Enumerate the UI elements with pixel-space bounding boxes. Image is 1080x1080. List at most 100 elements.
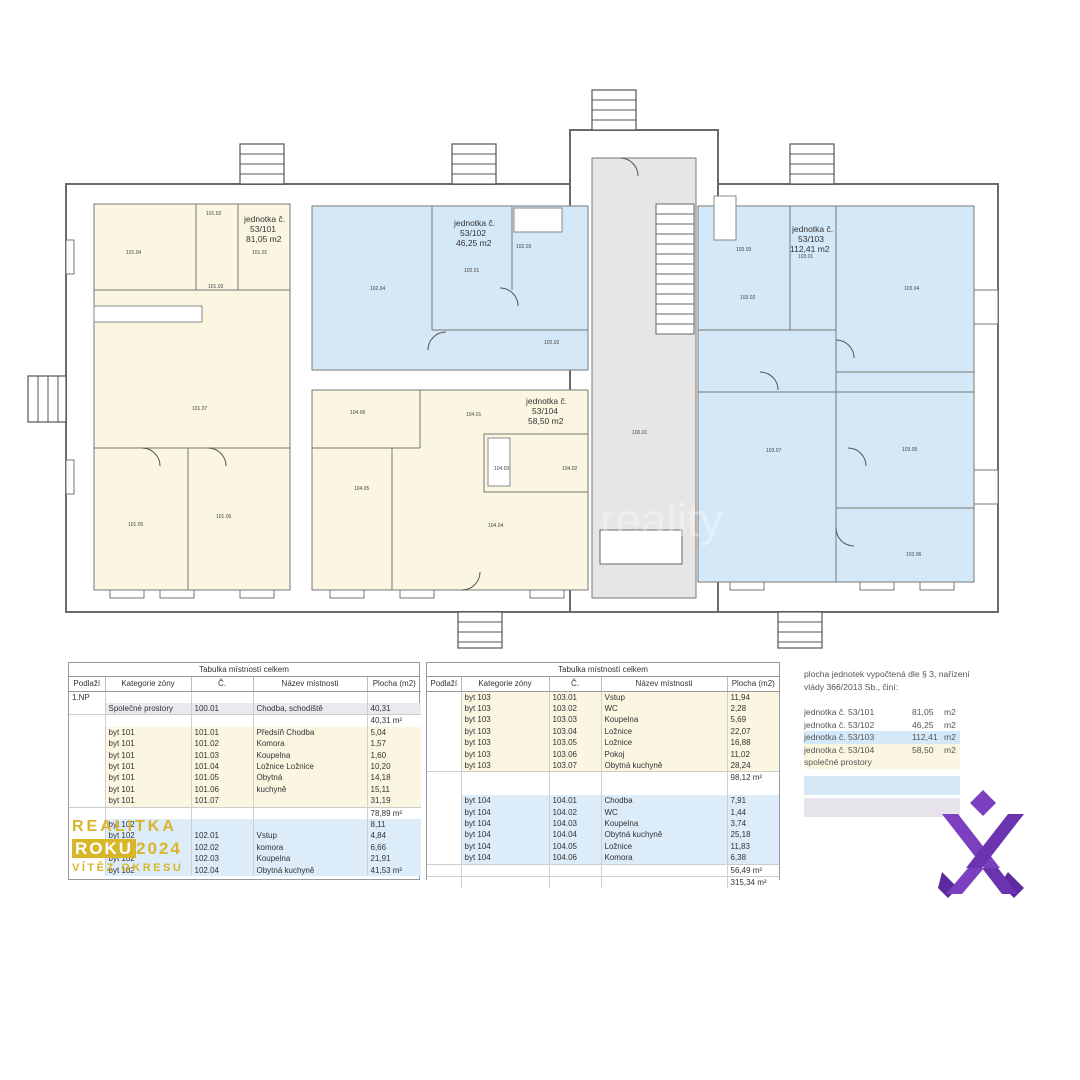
col-header: Kategorie zóny — [105, 677, 192, 692]
summary-heading: plocha jednotek vypočtená dle § 3, naříz… — [804, 669, 970, 692]
svg-text:112,41 m2: 112,41 m2 — [790, 244, 830, 254]
svg-text:jednotka č.: jednotka č. — [453, 218, 495, 228]
svg-text:jednotka č.: jednotka č. — [525, 396, 567, 406]
badge-line3: VÍTĚZ OKRESU — [72, 862, 184, 874]
table-title: Tabulka místností celkem — [69, 663, 419, 677]
table-header-row: Podlaží Kategorie zóny Č. Název místnost… — [427, 677, 779, 692]
unit-label-102: jednotka č. 53/102 46,25 m2 — [453, 218, 495, 248]
room-label: 101.07 — [192, 406, 208, 412]
table-title: Tabulka místností celkem — [427, 663, 779, 677]
stair-steps — [656, 213, 694, 325]
svg-text:53/104: 53/104 — [532, 406, 558, 416]
room-label: 103.05 — [902, 447, 918, 453]
room-label: 104.02 — [562, 466, 578, 472]
svg-text:53/102: 53/102 — [460, 228, 486, 238]
room-label: 103.02 — [740, 295, 756, 301]
table-sum-row: 40,31 m² — [69, 714, 421, 727]
room-label: 104.05 — [354, 486, 370, 492]
svg-text:53/103: 53/103 — [798, 234, 824, 244]
svg-text:46,25 m2: 46,25 m2 — [456, 238, 492, 248]
svg-text:53/101: 53/101 — [250, 224, 276, 234]
room-label: 104.03 — [494, 466, 510, 472]
floor-plan: reality 101.01 101.02 101.03 101.04 101.… — [27, 89, 999, 649]
room-label: 102.03 — [516, 244, 532, 250]
table-sum-row: 98,12 m² — [427, 771, 779, 784]
table-header-row: Podlaží Kategorie zóny Č. Název místnost… — [69, 677, 421, 692]
room-table-right: Tabulka místností celkem Podlaží Kategor… — [426, 662, 780, 889]
room-label: 101.01 — [252, 250, 268, 256]
col-header: Plocha (m2) — [727, 677, 779, 692]
col-header: Kategorie zóny — [461, 677, 550, 692]
stair-treads — [37, 99, 834, 643]
room-label: 103.01 — [798, 254, 814, 260]
room-label: 101.04 — [126, 250, 142, 256]
unit-label-103: jednotka č. 53/103 112,41 m2 — [790, 224, 833, 254]
watermark: reality — [600, 494, 723, 546]
col-header: Podlaží — [427, 677, 462, 692]
room-labels: 101.01 101.02 101.03 101.04 101.05 101.0… — [126, 211, 922, 558]
room-label: 104.01 — [466, 412, 482, 418]
room-table-left: Tabulka místností celkem Podlaží Kategor… — [68, 662, 421, 880]
room-label: 104.04 — [488, 523, 504, 529]
zone-101 — [93, 203, 291, 591]
table: Podlaží Kategorie zóny Č. Název místnost… — [69, 677, 421, 876]
col-header: Č. — [191, 677, 254, 692]
table-spacer-row — [427, 783, 779, 796]
kitchen-counter — [93, 305, 203, 323]
windows — [65, 239, 999, 599]
col-header: Název místnosti — [601, 677, 728, 692]
svg-text:jednotka č.: jednotka č. — [243, 214, 285, 224]
table-sum-row: 56,49 m² — [427, 863, 779, 877]
room-label: 101.03 — [208, 284, 224, 290]
bathtub — [713, 195, 737, 241]
col-header: Název místnosti — [253, 677, 368, 692]
room-label: 101.05 — [128, 522, 144, 528]
room-label: 101.06 — [216, 514, 232, 520]
summary-common: společné prostory — [804, 756, 960, 769]
svg-text:jednotka č.: jednotka č. — [791, 224, 833, 234]
room-label: 102.02 — [544, 340, 560, 346]
table-sum-row: 78,89 m² — [69, 806, 421, 819]
room-label: 103.07 — [766, 448, 782, 454]
room-label: 103.03 — [736, 247, 752, 253]
room-label: 104.06 — [350, 410, 366, 416]
area-summary: plocha jednotek vypočtená dle § 3, naříz… — [804, 668, 974, 769]
col-header: Plocha (m2) — [367, 677, 421, 692]
legend-swatch-gray — [804, 798, 960, 817]
table: Podlaží Kategorie zóny Č. Název místnost… — [427, 677, 779, 889]
unit-label-101: jednotka č. 53/101 81,05 m2 — [243, 214, 285, 244]
brand-logo-icon — [938, 790, 1024, 898]
table-row: 1.NP — [69, 691, 421, 703]
zone-102 — [311, 205, 589, 371]
room-label: 101.02 — [206, 211, 222, 217]
staircase — [655, 203, 695, 335]
